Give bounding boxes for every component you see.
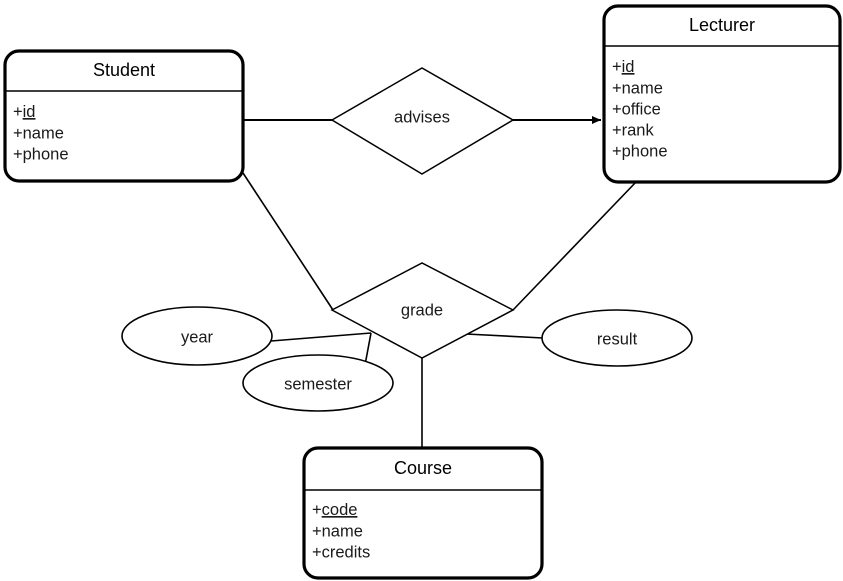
connector-layer bbox=[242, 116, 637, 447]
lecturer-attribute-phone: +phone bbox=[612, 142, 668, 160]
lecturer-box bbox=[602, 4, 842, 184]
lecturer-attribute-id: +id bbox=[612, 58, 634, 76]
course-attribute-credits: +credits bbox=[312, 543, 370, 561]
student-box bbox=[3, 49, 245, 183]
lecturer-attr-prefix: + bbox=[612, 58, 622, 76]
result-label: result bbox=[597, 330, 638, 348]
course-attribute-name: +name bbox=[312, 522, 363, 540]
lecturer-title: Lecturer bbox=[689, 15, 755, 35]
entity-student[interactable]: Student +id +name +phone bbox=[3, 49, 245, 183]
student-attribute-name: +name bbox=[13, 124, 64, 142]
attribute-semester[interactable]: semester bbox=[242, 354, 394, 412]
lecturer-attribute-office: +office bbox=[612, 100, 661, 118]
course-title: Course bbox=[394, 458, 452, 478]
lecturer-attribute-rank: +rank bbox=[612, 121, 654, 139]
attribute-result[interactable]: result bbox=[541, 309, 693, 367]
semester-ellipse bbox=[242, 354, 394, 412]
semester-label: semester bbox=[284, 375, 352, 393]
course-box bbox=[302, 446, 544, 580]
attribute-year[interactable]: year bbox=[121, 306, 273, 366]
lecturer-attribute-name: +name bbox=[612, 79, 663, 97]
relationship-advises[interactable]: advises bbox=[330, 67, 515, 175]
entity-lecturer[interactable]: Lecturer +id +name +office +rank +phone bbox=[602, 4, 842, 184]
edge-student-grade bbox=[242, 172, 334, 311]
student-attr-prefix: + bbox=[13, 103, 23, 121]
course-attribute-code: +code bbox=[312, 501, 357, 519]
lecturer-attr-field: id bbox=[622, 58, 635, 76]
entity-course[interactable]: Course +code +name +credits bbox=[302, 446, 544, 580]
course-attr-field: code bbox=[322, 501, 358, 519]
edge-lecturer-grade bbox=[512, 181, 637, 311]
advises-diamond bbox=[330, 67, 515, 175]
student-attribute-phone: +phone bbox=[13, 145, 69, 163]
year-label: year bbox=[181, 328, 214, 346]
student-attr-field: id bbox=[23, 103, 36, 121]
student-title: Student bbox=[93, 60, 155, 80]
edge-grade-year bbox=[270, 332, 372, 342]
result-ellipse bbox=[541, 309, 693, 367]
course-attr-prefix: + bbox=[312, 501, 322, 519]
advises-label: advises bbox=[394, 108, 450, 126]
year-ellipse bbox=[121, 306, 273, 366]
relationship-grade[interactable]: grade bbox=[330, 262, 515, 359]
student-attribute-id: +id bbox=[13, 103, 35, 121]
grade-diamond bbox=[330, 262, 515, 359]
grade-label: grade bbox=[401, 301, 443, 319]
edge-grade-result bbox=[465, 333, 544, 339]
